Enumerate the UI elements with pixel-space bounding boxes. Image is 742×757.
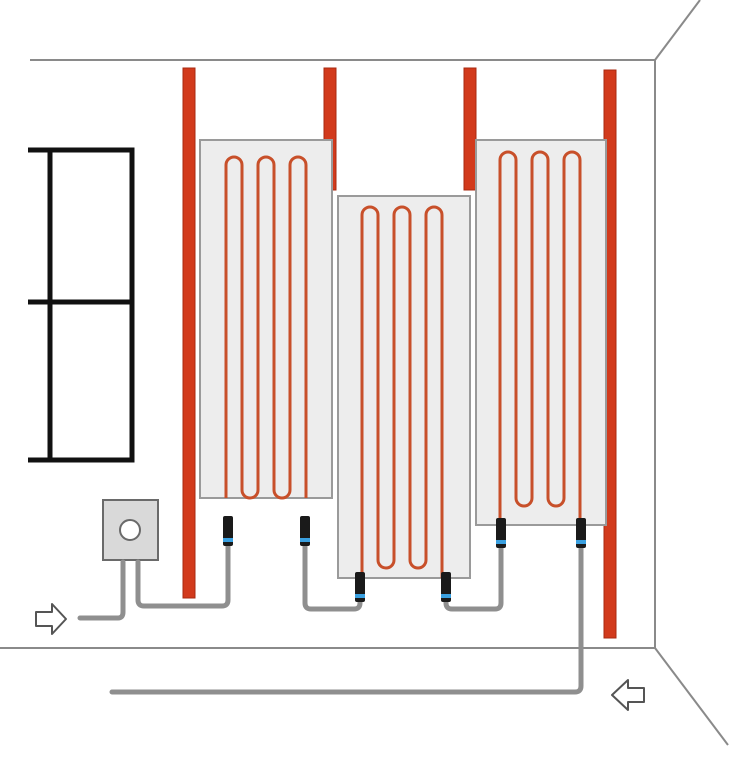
supply-pipes [77,542,584,695]
return-arrow [611,679,645,711]
panel-right-coil [498,150,582,525]
room-outline [0,0,729,746]
panel-left-body [199,139,333,499]
panel-left [199,139,333,500]
panel-right [475,139,607,526]
panel-center-coil [360,205,444,578]
fitting-2 [300,516,310,546]
fitting-4 [441,572,451,602]
control-box [102,499,159,561]
pipe-return [109,545,584,695]
control-box-dial-icon [119,519,141,541]
pipe-box-to-panel-left [135,542,231,609]
pipe-inlet [77,559,126,621]
fitting-3 [355,572,365,602]
pipe-panel-center-to-right [443,545,504,612]
panel-center [337,195,471,579]
floor-perspective-line [654,647,729,746]
panel-center-body [337,195,471,579]
panel-right-body [475,139,607,526]
panel-left-coil [224,155,308,500]
fittings [223,516,586,602]
window-sash-right [47,147,135,463]
riser-1 [182,67,196,599]
pipe-panel-left-to-center [302,542,363,612]
ceiling-perspective-line [654,0,701,61]
fitting-5 [496,518,506,548]
inlet-arrow [35,603,67,635]
riser-3 [463,67,477,191]
window-frame [28,147,135,463]
fitting-1 [223,516,233,546]
fitting-6 [576,518,586,548]
